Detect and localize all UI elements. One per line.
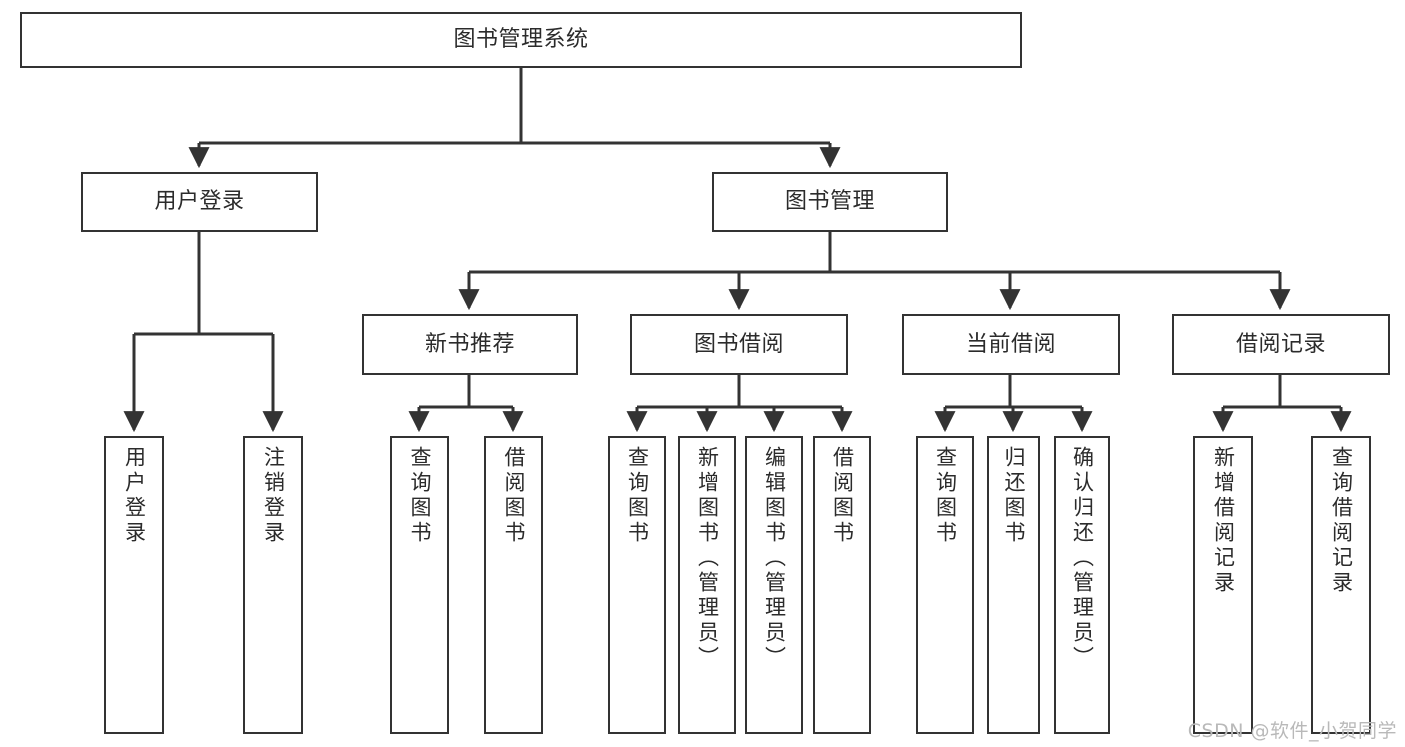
node-leaf-confirm-return-label: 确认归还（管理员） bbox=[1070, 446, 1095, 671]
node-leaf-query-borrow-record[interactable]: 查询借阅记录 bbox=[1311, 436, 1371, 734]
node-user-login-label: 用户登录 bbox=[154, 189, 245, 215]
node-leaf-add-book-label: 新增图书（管理员） bbox=[695, 446, 720, 671]
node-leaf-query-book-current[interactable]: 查询图书 bbox=[916, 436, 974, 734]
node-leaf-add-book[interactable]: 新增图书（管理员） bbox=[678, 436, 736, 734]
node-leaf-edit-book-label: 编辑图书（管理员） bbox=[762, 446, 787, 671]
node-leaf-logout-login-label: 注销登录 bbox=[261, 446, 286, 546]
node-leaf-return-book[interactable]: 归还图书 bbox=[987, 436, 1040, 734]
node-borrow-record-label: 借阅记录 bbox=[1235, 331, 1326, 357]
node-leaf-confirm-return[interactable]: 确认归还（管理员） bbox=[1054, 436, 1110, 734]
node-current-borrow[interactable]: 当前借阅 bbox=[902, 314, 1120, 375]
node-leaf-query-book-current-label: 查询图书 bbox=[933, 446, 958, 546]
node-new-book-rec[interactable]: 新书推荐 bbox=[362, 314, 578, 375]
node-leaf-add-borrow-record[interactable]: 新增借阅记录 bbox=[1193, 436, 1253, 734]
node-book-manage-label: 图书管理 bbox=[784, 189, 875, 215]
node-leaf-query-borrow-record-label: 查询借阅记录 bbox=[1329, 446, 1354, 596]
node-leaf-user-login-label: 用户登录 bbox=[122, 446, 147, 546]
node-leaf-add-borrow-record-label: 新增借阅记录 bbox=[1211, 446, 1236, 596]
node-current-borrow-label: 当前借阅 bbox=[965, 331, 1056, 357]
node-leaf-borrow-book-rec-label: 借阅图书 bbox=[502, 446, 526, 546]
node-book-borrow[interactable]: 图书借阅 bbox=[630, 314, 848, 375]
node-book-borrow-label: 图书借阅 bbox=[693, 331, 784, 357]
node-leaf-borrow-book[interactable]: 借阅图书 bbox=[813, 436, 871, 734]
node-book-manage[interactable]: 图书管理 bbox=[712, 172, 948, 232]
node-leaf-user-login[interactable]: 用户登录 bbox=[104, 436, 164, 734]
node-leaf-query-book-borrow-label: 查询图书 bbox=[625, 446, 650, 546]
node-leaf-borrow-book-label: 借阅图书 bbox=[830, 446, 855, 546]
node-leaf-borrow-book-rec[interactable]: 借阅图书 bbox=[484, 436, 543, 734]
node-user-login[interactable]: 用户登录 bbox=[81, 172, 318, 232]
node-leaf-logout-login[interactable]: 注销登录 bbox=[243, 436, 303, 734]
node-leaf-query-book-borrow[interactable]: 查询图书 bbox=[608, 436, 666, 734]
watermark-text: CSDN @软件_小贺同学 bbox=[1187, 720, 1397, 742]
node-new-book-rec-label: 新书推荐 bbox=[424, 331, 515, 357]
node-leaf-edit-book[interactable]: 编辑图书（管理员） bbox=[745, 436, 803, 734]
node-leaf-query-book-rec-label: 查询图书 bbox=[408, 446, 432, 546]
node-root-label: 图书管理系统 bbox=[453, 27, 589, 53]
node-leaf-query-book-rec[interactable]: 查询图书 bbox=[390, 436, 449, 734]
node-root[interactable]: 图书管理系统 bbox=[20, 12, 1022, 68]
node-leaf-return-book-label: 归还图书 bbox=[1002, 446, 1026, 546]
node-borrow-record[interactable]: 借阅记录 bbox=[1172, 314, 1390, 375]
